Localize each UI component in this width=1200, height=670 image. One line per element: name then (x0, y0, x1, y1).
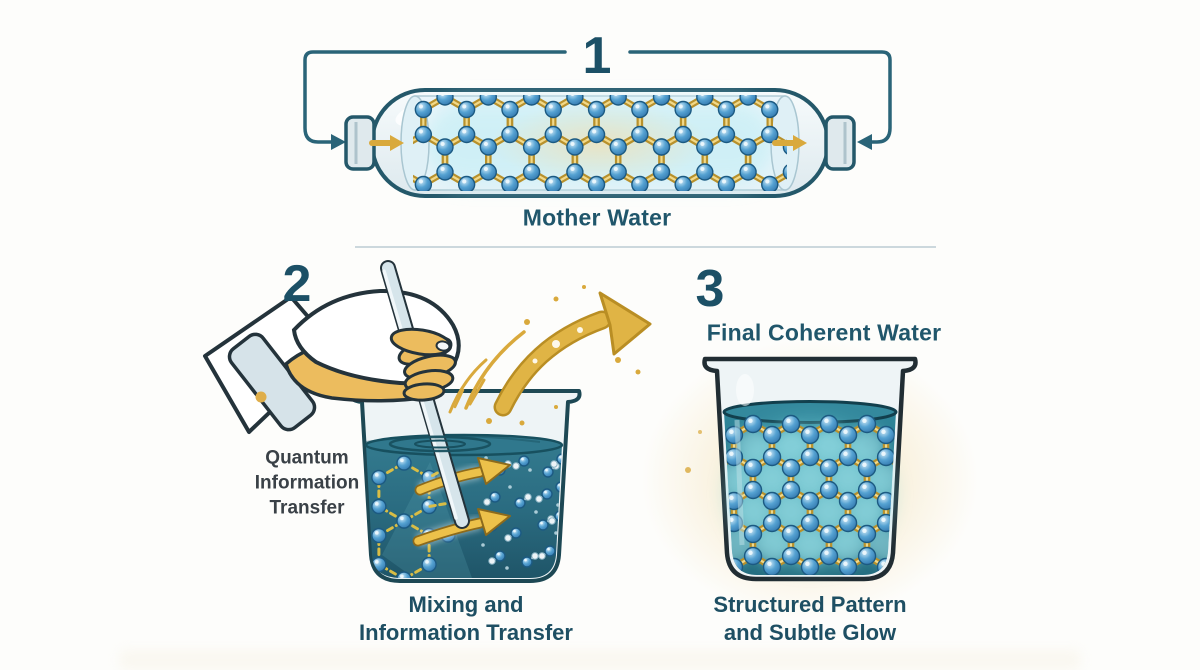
loop-arrow-left (303, 50, 567, 144)
thumb (389, 327, 453, 357)
splash-line (453, 388, 465, 409)
finger (402, 382, 446, 402)
step3-title: Final Coherent Water (706, 319, 942, 346)
step3-number: 3 (695, 260, 725, 318)
coherent-lattice (724, 414, 896, 575)
energy-arrowhead-icon (598, 291, 652, 356)
glass-reflection (734, 419, 745, 546)
loop-arrow-right (628, 50, 892, 144)
step3-group (642, 340, 978, 620)
arrow-trail-line (448, 358, 488, 414)
step2-caption: Mixing and Information Transfer (359, 591, 573, 645)
step2-group (203, 260, 652, 583)
thumb-nail (435, 340, 451, 352)
step1-label: Mother Water (522, 204, 672, 231)
rising-energy-arrow (448, 285, 652, 426)
tube-flow-arrowhead-left-icon (390, 135, 404, 151)
loop-arrowhead-left-icon (331, 134, 346, 150)
tube-cap-right (824, 115, 856, 171)
arrow-trail-line (464, 330, 526, 410)
step3-caption: Structured Pattern and Subtle Glow (713, 591, 907, 645)
ripple-ring (414, 439, 466, 449)
water-light-shaft (382, 462, 472, 578)
transfer-arrowhead-icon (477, 508, 511, 536)
bottom-warm-tint (120, 650, 1080, 670)
glass-shine (736, 374, 754, 406)
tube-center-glow (490, 103, 710, 183)
step2-number: 2 (282, 255, 312, 313)
loop-arrowhead-right-icon (857, 134, 872, 150)
mixing-beaker-molecules (371, 453, 562, 578)
sparkle-dot (685, 467, 691, 473)
hand-stirring-group (203, 260, 541, 529)
tube-molecular-lattice (413, 95, 787, 191)
sparkle-dot (698, 430, 702, 434)
splash-line (468, 378, 486, 406)
transfer-arrowhead-icon (477, 457, 511, 485)
cuff-button (255, 391, 267, 403)
step1-number: 1 (582, 27, 612, 85)
ripple-ring (388, 435, 492, 453)
step1-group (303, 50, 892, 201)
tube-flow-arrowhead-right-icon (793, 135, 807, 151)
step2-side-label: Quantum Information Transfer (254, 447, 360, 519)
